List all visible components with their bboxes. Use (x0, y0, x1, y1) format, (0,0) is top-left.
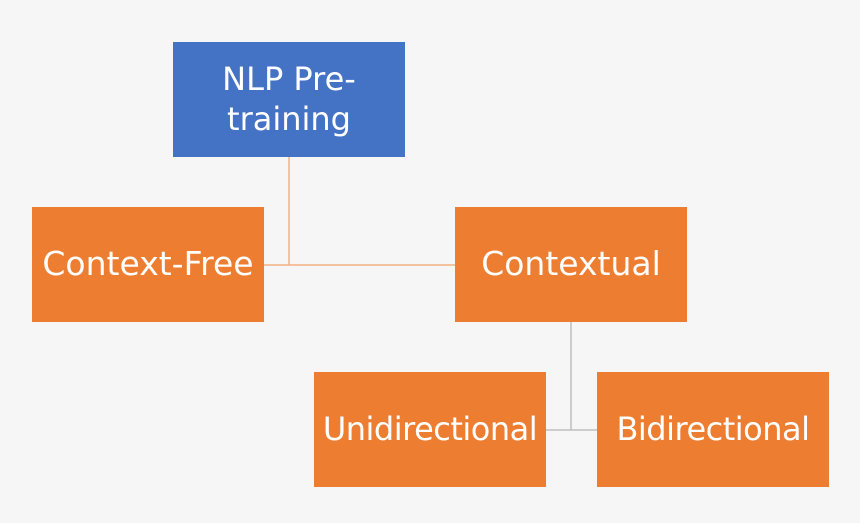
node-bidirectional-label: Bidirectional (616, 409, 810, 448)
node-unidirectional: Unidirectional (314, 372, 546, 487)
node-nlp-pretraining: NLP Pre-training (173, 42, 405, 157)
node-contextual: Contextual (455, 207, 687, 322)
node-contextual-label: Contextual (481, 244, 661, 284)
node-context-free: Context-Free (32, 207, 264, 322)
node-unidirectional-label: Unidirectional (322, 409, 538, 448)
node-context-free-label: Context-Free (42, 244, 254, 284)
node-nlp-pretraining-label: NLP Pre-training (222, 60, 356, 138)
node-bidirectional: Bidirectional (597, 372, 829, 487)
